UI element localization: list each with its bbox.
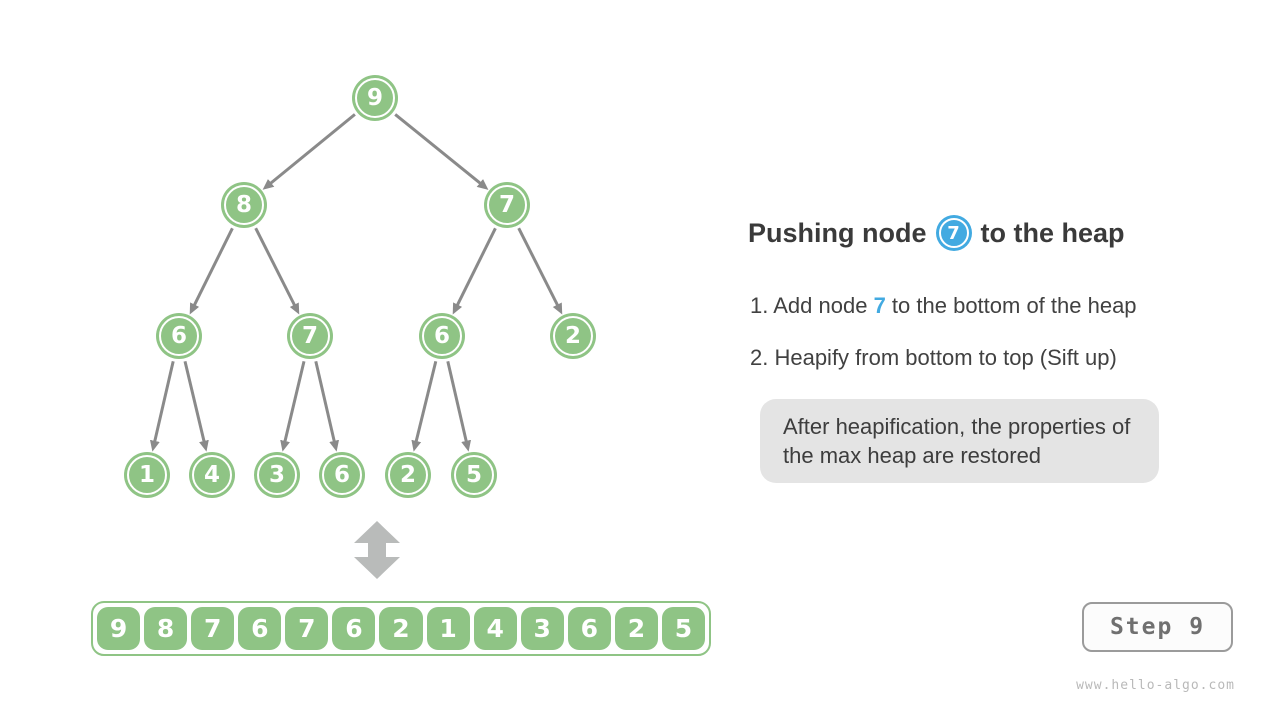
tree-edge (189, 227, 234, 315)
instruction-step-1-text: 1. Add node (750, 293, 874, 318)
array-cell: 6 (238, 607, 282, 650)
tree-node: 6 (159, 316, 199, 356)
array-cell: 7 (285, 607, 329, 650)
array-cell: 7 (191, 607, 235, 650)
instruction-step-2-text: 2. Heapify from bottom to top (Sift up) (750, 345, 1117, 370)
array-cell: 3 (520, 607, 564, 650)
array-cell: 1 (426, 607, 470, 650)
tree-edge (262, 113, 356, 190)
tree-edge (517, 227, 563, 315)
note-box: After heapification, the properties of t… (760, 399, 1159, 483)
tree-node: 2 (553, 316, 593, 356)
tree-edge (254, 227, 300, 315)
tree-node: 4 (192, 455, 232, 495)
tree-node: 6 (322, 455, 362, 495)
heap-array: 9 8 7 6 7 6 2 1 4 3 6 2 5 (91, 601, 711, 656)
step-counter-button[interactable]: Step 9 (1082, 602, 1233, 652)
tree-node: 5 (454, 455, 494, 495)
tree-node: 9 (355, 78, 395, 118)
tree-node: 8 (224, 185, 264, 225)
array-cell: 8 (144, 607, 188, 650)
watermark: www.hello-algo.com (1076, 678, 1235, 693)
tree-edge (183, 360, 209, 452)
tree-edge (446, 360, 472, 452)
array-cell: 4 (473, 607, 517, 650)
instruction-step-1: 1. Add node 7 to the bottom of the heap (750, 293, 1137, 319)
array-cell: 5 (661, 607, 706, 650)
instruction-step-1-suffix: to the bottom of the heap (885, 293, 1137, 318)
array-cell: 6 (332, 607, 376, 650)
instruction-step-1-highlight: 7 (873, 293, 886, 318)
tree-edge (452, 227, 497, 315)
tree-array-equivalence-arrow-icon (354, 521, 400, 579)
panel-title-prefix: Pushing node (748, 217, 927, 248)
tree-node: 6 (422, 316, 462, 356)
tree-edge (280, 360, 306, 452)
tree-edge (394, 113, 489, 190)
array-cell: 6 (567, 607, 611, 650)
tree-node: 1 (127, 455, 167, 495)
tree-edge (314, 360, 340, 452)
array-cell: 2 (379, 607, 423, 650)
pushed-node-badge: 7 (938, 218, 969, 248)
tree-node: 3 (257, 455, 297, 495)
tree-node: 2 (388, 455, 428, 495)
panel-title-suffix: to the heap (980, 217, 1125, 248)
tree-edge (411, 360, 438, 452)
tree-node: 7 (487, 185, 527, 225)
tree-node: 7 (290, 316, 330, 356)
instruction-step-2: 2. Heapify from bottom to top (Sift up) (750, 345, 1117, 371)
array-cell: 9 (97, 607, 141, 650)
tree-edges-layer (149, 113, 563, 579)
panel-title: Pushing node 7 to the heap (748, 211, 1125, 255)
array-cell: 2 (614, 607, 658, 650)
tree-edge (149, 360, 175, 452)
